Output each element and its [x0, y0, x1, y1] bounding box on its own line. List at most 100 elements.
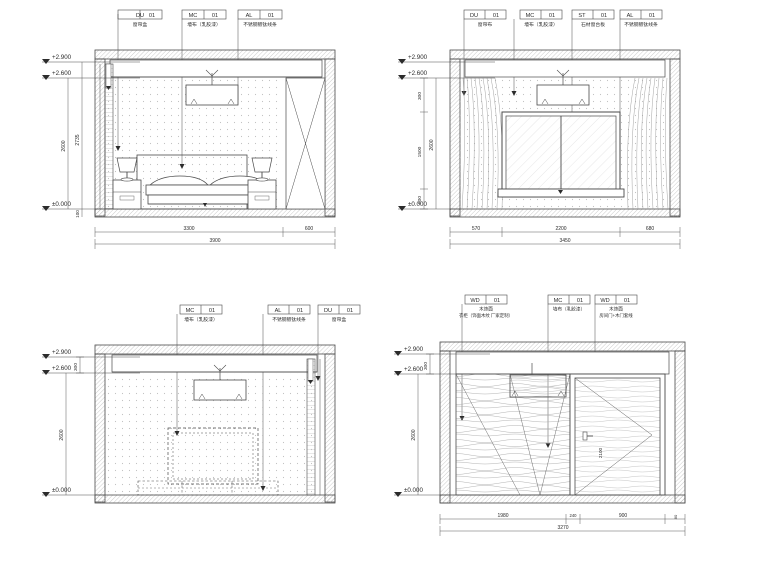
- ceiling-cove: [111, 354, 318, 373]
- level-label: +2.900: [408, 54, 428, 61]
- level-marker: ±0.000: [398, 201, 460, 211]
- door-leaf[interactable]: [574, 377, 661, 496]
- dim-value: 900: [619, 513, 628, 519]
- tag-group-c: MC 01 墙布（乳胶漆） AL 01 不锈钢镀钛线条: [174, 304, 361, 491]
- tag-code: MC: [554, 298, 563, 304]
- tag-num: 01: [577, 298, 583, 304]
- door-handle[interactable]: [582, 431, 593, 441]
- bed: [145, 175, 269, 207]
- tag-desc: 不锈钢镀钛线条: [243, 21, 277, 28]
- level-markers-a: +2.900 +2.600 ±0.000: [42, 54, 140, 211]
- tag-num: 01: [601, 13, 607, 19]
- door-opening: 2100: [569, 373, 666, 496]
- transom-panel: [455, 351, 670, 375]
- tag-num: 01: [212, 13, 218, 19]
- dim-value: 3300: [183, 226, 194, 232]
- floor-slab: [439, 494, 686, 504]
- elevation-d-wardrobe-wall: WD 01 木饰面 衣柜（饰面木纹 厂家定制） MC 01 墙布（乳胶漆）: [380, 285, 760, 570]
- level-label: +2.600: [408, 70, 428, 77]
- level-label: +2.900: [52, 349, 72, 356]
- curtain-strip: [99, 63, 114, 210]
- level-label: +2.900: [52, 54, 72, 61]
- elevation-c-tv-wall: MC 01 墙布（乳胶漆） AL 01 不锈钢镀钛线条: [0, 285, 380, 570]
- tag-num: 01: [649, 13, 655, 19]
- room-section-c: [94, 344, 336, 504]
- dim-value: 240: [570, 513, 578, 518]
- dim-value: 600: [305, 226, 314, 232]
- level-marker: +2.900: [394, 346, 490, 356]
- ceiling-cove: [464, 59, 666, 78]
- level-label: ±0.000: [404, 487, 423, 494]
- dim-value: 570: [472, 226, 481, 232]
- level-marker: +2.900: [398, 54, 495, 64]
- horizontal-dims-d: 1980 240 900 80 3270: [439, 513, 686, 536]
- left-wall: [449, 58, 461, 217]
- dim-value: 1500: [417, 146, 423, 157]
- dim-value: 2600: [61, 140, 67, 151]
- tag-desc: 木饰面: [479, 306, 493, 313]
- pendant-light: [536, 69, 590, 106]
- dim-value: 100: [75, 210, 80, 218]
- tag-num: 01: [297, 308, 303, 314]
- nightstand-left: [112, 179, 142, 210]
- right-wall: [669, 58, 681, 217]
- tag-code: AL: [246, 13, 253, 19]
- dim-total: 3900: [209, 238, 220, 244]
- tag-desc: 窗帘盒: [332, 316, 347, 323]
- dim-value: 1980: [497, 513, 508, 519]
- curtain-right: [627, 77, 669, 210]
- tag-num: 01: [268, 13, 274, 19]
- room-section-a: [94, 49, 336, 218]
- tag-num: 01: [149, 13, 155, 19]
- tag-code: WD: [470, 298, 479, 304]
- dim-value: 2200: [555, 226, 566, 232]
- dim-value: 300: [417, 92, 423, 100]
- tag-desc: 石材窗台板: [581, 21, 605, 28]
- tag-code: AL: [275, 308, 282, 314]
- dim-total: 3450: [559, 238, 570, 244]
- tag-desc: 窗帘布: [478, 21, 493, 28]
- tag-desc: 墙布（乳胶漆）: [524, 21, 558, 28]
- tag-num: 01: [347, 308, 353, 314]
- level-marker: ±0.000: [394, 487, 450, 497]
- level-markers-b: +2.900 +2.600 ±0.000: [398, 54, 495, 211]
- level-label: +2.600: [404, 366, 424, 373]
- level-markers-c: +2.900 +2.600 ±0.000: [42, 349, 140, 497]
- pillow-left: [149, 175, 209, 186]
- dim-total: 2600: [429, 139, 435, 150]
- door-height-label: 2100: [598, 447, 603, 458]
- window-frame: [497, 111, 625, 198]
- right-wall: [324, 353, 336, 503]
- tv-dashed-outline: [167, 427, 259, 485]
- tag-code: DU: [470, 13, 478, 19]
- tag-group-d: WD 01 木饰面 衣柜（饰面木纹 厂家定制） MC 01 墙布（乳胶漆）: [459, 294, 638, 448]
- tag-code: MC: [189, 13, 198, 19]
- tag-desc: 墙布（乳胶漆）: [184, 316, 218, 323]
- vertical-dims-c: 300 2600: [59, 356, 84, 495]
- tag-desc-secondary: 衣柜（饰面木纹 厂家定制）: [459, 312, 513, 319]
- tag-desc: 窗帘盒: [133, 21, 148, 28]
- vertical-dims-a: 2600 2735 100: [61, 62, 83, 218]
- material-tag[interactable]: DU 01 窗帘盒: [315, 304, 361, 381]
- tag-code: AL: [627, 13, 634, 19]
- tag-num: 01: [209, 308, 215, 314]
- floor-slab: [94, 208, 336, 218]
- tag-num: 01: [494, 298, 500, 304]
- elevation-a-bed-wall: DU 01 窗帘盒 MC 01 墙布（乳胶漆）: [0, 0, 380, 285]
- tag-code: DU: [136, 13, 144, 19]
- level-markers-d: +2.900 +2.600 ±0.000: [394, 346, 490, 497]
- tag-desc: 墙布（乳胶漆）: [553, 306, 585, 313]
- table-lamp-right: [251, 157, 273, 182]
- tag-num: 01: [549, 13, 555, 19]
- dim-total: 3270: [557, 525, 568, 531]
- floor-slab: [94, 494, 336, 504]
- door-panel-x: [285, 77, 326, 210]
- dim-value: 2735: [75, 134, 81, 145]
- level-label: ±0.000: [408, 201, 427, 208]
- dim-value: 680: [646, 226, 655, 232]
- level-label: +2.600: [52, 70, 72, 77]
- level-label: +2.900: [404, 346, 424, 353]
- tag-code: MC: [526, 13, 535, 19]
- vertical-dims-b: 2600 300 1500 500: [417, 77, 437, 210]
